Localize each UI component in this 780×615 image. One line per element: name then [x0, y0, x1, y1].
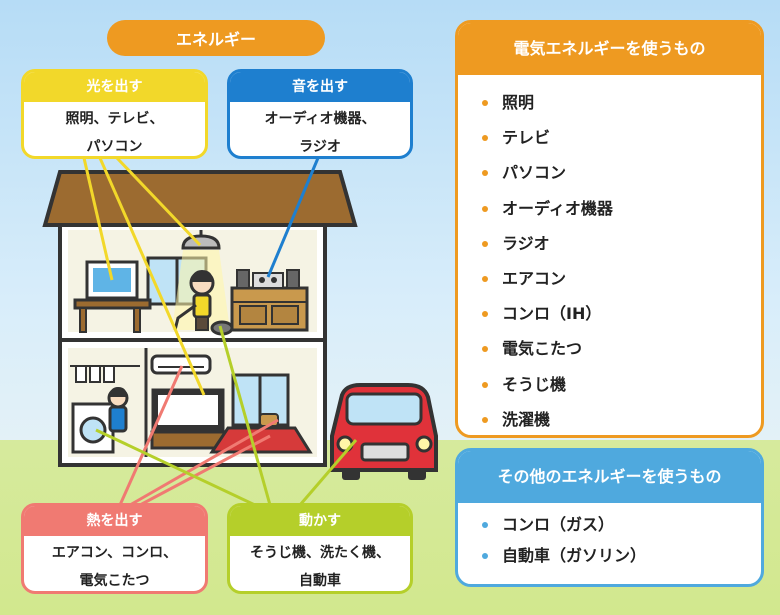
ceiling-lamp [181, 234, 221, 250]
list-item-label: テレビ [502, 128, 551, 148]
move-connectors [95, 325, 358, 507]
other-energy-panel: その他のエネルギーを使うもの コンロ（ガス） 自動車（ガソリン） [455, 448, 764, 587]
energy-title: エネルギー [107, 20, 325, 56]
bullet-icon [482, 346, 488, 353]
speaker-right [286, 269, 300, 289]
list-item-label: 自動車（ガソリン） [502, 546, 647, 565]
car [330, 383, 438, 480]
list-item: エアコン [482, 261, 761, 296]
bullet-icon [482, 275, 488, 282]
list-item: そうじ機 [482, 367, 761, 402]
bullet-icon [482, 100, 488, 106]
bullet-icon [482, 553, 488, 559]
tv-stand [150, 430, 226, 450]
air-conditioner [150, 354, 212, 375]
bullet-icon [482, 240, 488, 247]
move-label: 動かす [230, 506, 410, 536]
bullet-icon [482, 311, 488, 318]
list-item-label: コンロ（IH） [502, 304, 602, 324]
light-label: 光を出す [24, 72, 205, 102]
bullet-icon [482, 170, 488, 177]
other-heading: その他のエネルギーを使うもの [458, 451, 761, 503]
light-box: 光を出す 照明、テレビ、 パソコン [21, 69, 208, 159]
bullet-icon [482, 416, 488, 423]
heat-box: 熱を出す エアコン、コンロ、 電気こたつ [21, 503, 208, 594]
list-item: ラジオ [482, 226, 761, 261]
bullet-icon [482, 205, 488, 212]
list-item: コンロ（IH） [482, 296, 761, 331]
sound-label: 音を出す [230, 72, 410, 102]
move-items: そうじ機、洗たく機、 自動車 [250, 545, 390, 589]
list-item: テレビ [482, 120, 761, 155]
list-item: 自動車（ガソリン） [482, 540, 761, 571]
list-item: 照明 [482, 85, 761, 120]
bullet-icon [482, 381, 488, 388]
list-item: 洗濯機 [482, 402, 761, 435]
sound-items: オーディオ機器、 ラジオ [264, 111, 376, 155]
list-item: オーディオ機器 [482, 191, 761, 226]
light-items: 照明、テレビ、 パソコン [65, 111, 164, 155]
list-item-label: コンロ（ガス） [502, 515, 615, 534]
heat-items: エアコン、コンロ、 電気こたつ [51, 545, 178, 589]
desk [73, 298, 152, 310]
list-item-label: パソコン [502, 163, 567, 183]
other-list: コンロ（ガス） 自動車（ガソリン） [458, 503, 761, 571]
list-item: コンロ（ガス） [482, 509, 761, 540]
move-box: 動かす そうじ機、洗たく機、 自動車 [227, 503, 413, 594]
list-item: パソコン [482, 155, 761, 190]
list-item-label: 照明 [502, 93, 535, 112]
heat-label: 熱を出す [24, 506, 205, 536]
list-item: 電気こたつ [482, 331, 761, 366]
list-item-label: そうじ機 [502, 374, 567, 394]
electric-energy-panel: 電気エネルギーを使うもの 照明 テレビ パソコン オーディオ機器 ラジオ エアコ… [455, 20, 764, 438]
bullet-icon [482, 522, 488, 528]
bullet-icon [482, 135, 488, 142]
electric-list: 照明 テレビ パソコン オーディオ機器 ラジオ エアコン コンロ（IH） 電気こ… [458, 75, 761, 435]
sound-connectors [266, 157, 320, 278]
sound-box: 音を出す オーディオ機器、 ラジオ [227, 69, 413, 159]
vacuum-hose [173, 303, 197, 331]
list-item-label: エアコン [502, 268, 567, 288]
speaker-left [236, 269, 250, 289]
list-item-label: 電気こたつ [502, 339, 583, 359]
electric-heading: 電気エネルギーを使うもの [458, 23, 761, 75]
list-item-label: オーディオ機器 [502, 198, 613, 218]
light-connectors [82, 156, 206, 396]
list-item-label: 洗濯機 [502, 409, 551, 429]
list-item-label: ラジオ [502, 233, 550, 253]
heat-connectors [118, 365, 279, 507]
audio-player [252, 272, 284, 289]
